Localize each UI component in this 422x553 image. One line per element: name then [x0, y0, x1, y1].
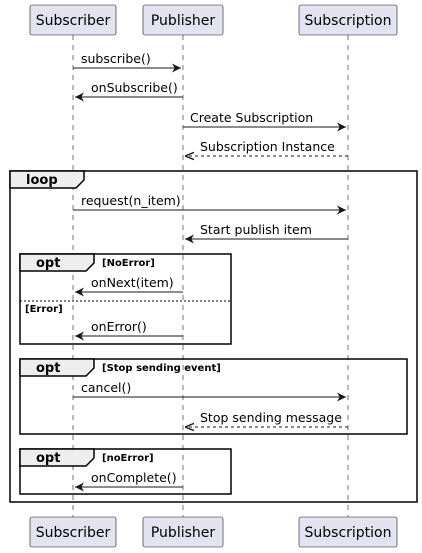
- participant-top-subscriber: Subscriber: [29, 4, 117, 36]
- frame-kind: opt: [36, 361, 60, 376]
- loop-frame: loop: [9, 170, 418, 503]
- message-subscribe: subscribe(): [73, 51, 181, 73]
- frame-guard: [noError]: [102, 453, 154, 464]
- message-label: onComplete(): [91, 470, 177, 485]
- message-label: cancel(): [81, 380, 131, 395]
- message-on-subscribe: onSubscribe(): [75, 80, 183, 102]
- opt-frame-error-handling: opt [NoError] [Error]: [19, 253, 232, 345]
- message-create-subscription: Create Subscription: [183, 110, 346, 132]
- participant-top-subscription: Subscription: [298, 4, 398, 36]
- message-label: request(n_item): [81, 193, 181, 208]
- frame-else-guard: [Error]: [25, 304, 63, 315]
- message-label: Start publish item: [200, 222, 312, 237]
- message-cancel: cancel(): [73, 380, 346, 402]
- message-on-complete: onComplete(): [75, 470, 183, 492]
- message-label: subscribe(): [81, 51, 151, 66]
- participant-label: Subscriber: [36, 525, 111, 541]
- frame-guard: [NoError]: [102, 258, 155, 269]
- message-label: Create Subscription: [190, 110, 313, 125]
- message-on-next: onNext(item): [75, 275, 183, 297]
- message-on-error: onError(): [75, 319, 183, 341]
- message-label: onSubscribe(): [91, 80, 178, 95]
- frame-kind: opt: [36, 256, 60, 271]
- message-start-publish-item: Start publish item: [185, 222, 348, 244]
- participant-bottom-subscription: Subscription: [298, 516, 398, 548]
- participant-top-publisher: Publisher: [142, 4, 224, 36]
- participant-label: Publisher: [151, 525, 216, 541]
- participant-label: Publisher: [151, 13, 216, 29]
- participant-label: Subscription: [305, 13, 392, 29]
- participant-bottom-subscriber: Subscriber: [29, 516, 117, 548]
- message-subscription-instance: Subscription Instance: [185, 139, 348, 156]
- participant-bottom-publisher: Publisher: [142, 516, 224, 548]
- frame-kind: loop: [26, 173, 58, 188]
- opt-frame-completion: opt [noError]: [19, 448, 232, 495]
- frame-kind: opt: [36, 451, 60, 466]
- opt-frame-stop-sending: opt [Stop sending event]: [19, 358, 408, 435]
- message-label: Stop sending message: [200, 410, 342, 425]
- message-request: request(n_item): [73, 193, 346, 215]
- participant-label: Subscription: [305, 525, 392, 541]
- participant-label: Subscriber: [36, 13, 111, 29]
- message-label: Subscription Instance: [200, 139, 335, 154]
- message-label: onNext(item): [91, 275, 174, 290]
- frame-guard: [Stop sending event]: [102, 363, 221, 374]
- message-label: onError(): [91, 319, 147, 334]
- message-stop-sending-message: Stop sending message: [185, 410, 348, 427]
